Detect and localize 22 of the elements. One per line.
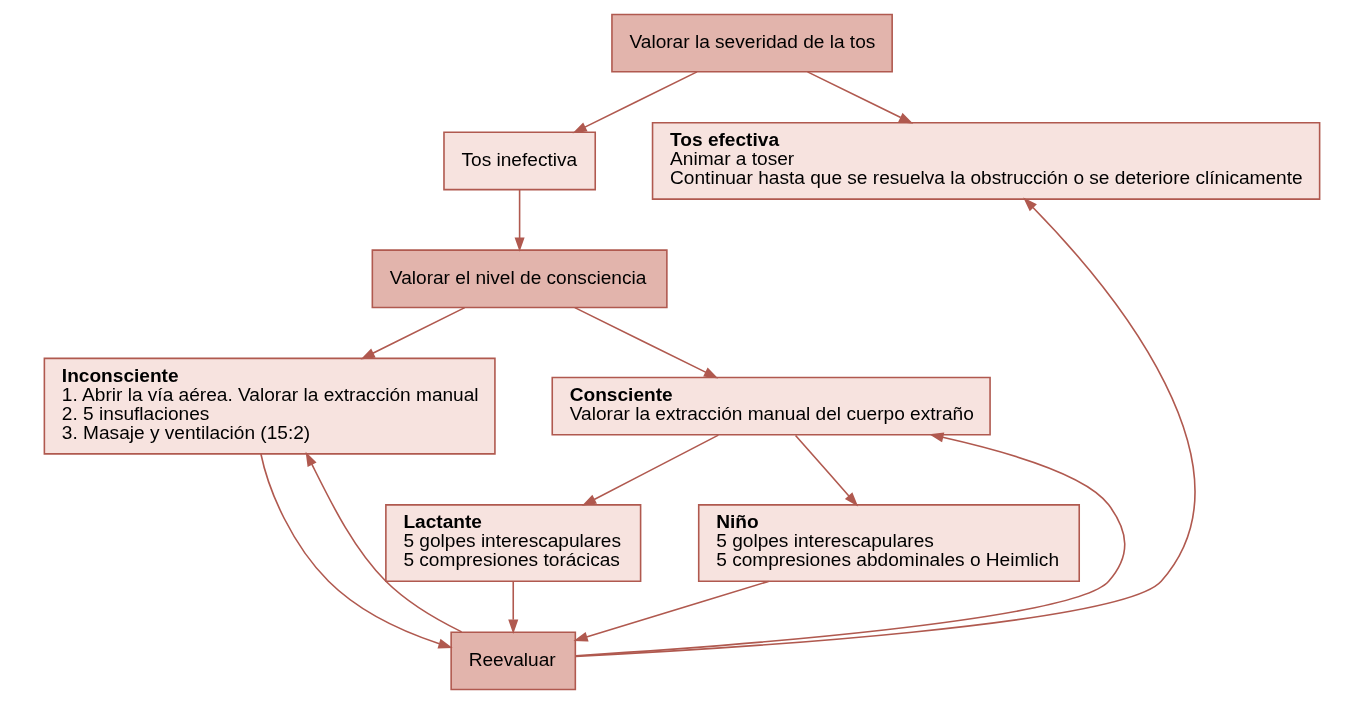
arrow xyxy=(806,71,914,124)
arrow xyxy=(575,432,1126,657)
node-box: Valorar la severidad de la tos xyxy=(611,13,893,73)
arrow xyxy=(360,306,466,360)
node-box: Inconsciente 1. Abrir la vía aérea. Valorar la extracción manual 2. 5 insuflaciones 3. Masaje y ventilación (15:2) xyxy=(43,357,496,455)
node-box: Valorar el nivel de consciencia xyxy=(371,249,668,309)
arrow xyxy=(574,306,719,379)
arrow xyxy=(794,434,859,507)
arrow xyxy=(508,580,519,634)
arrow xyxy=(572,71,698,134)
node-box: Lactante 5 golpes interescapulares 5 compresiones torácicas xyxy=(385,504,642,583)
node-box: Niño 5 golpes interescapulares 5 compresiones abdominales o Heimlich xyxy=(697,504,1081,583)
arrow xyxy=(514,188,525,252)
node-box: Tos inefectiva xyxy=(443,131,597,191)
arrow xyxy=(305,451,463,633)
arrow xyxy=(574,197,1196,658)
node-box: Tos efectiva Animar a toser Continuar hasta que se resuelva la obstrucción o se deteriore clínicamente xyxy=(651,121,1321,200)
node-box: Reevaluar xyxy=(450,631,577,691)
arrow xyxy=(581,434,720,506)
node-box: Consciente Valorar la extracción manual del cuerpo extraño xyxy=(551,376,991,436)
arrow xyxy=(573,580,770,642)
arrow xyxy=(260,453,453,649)
